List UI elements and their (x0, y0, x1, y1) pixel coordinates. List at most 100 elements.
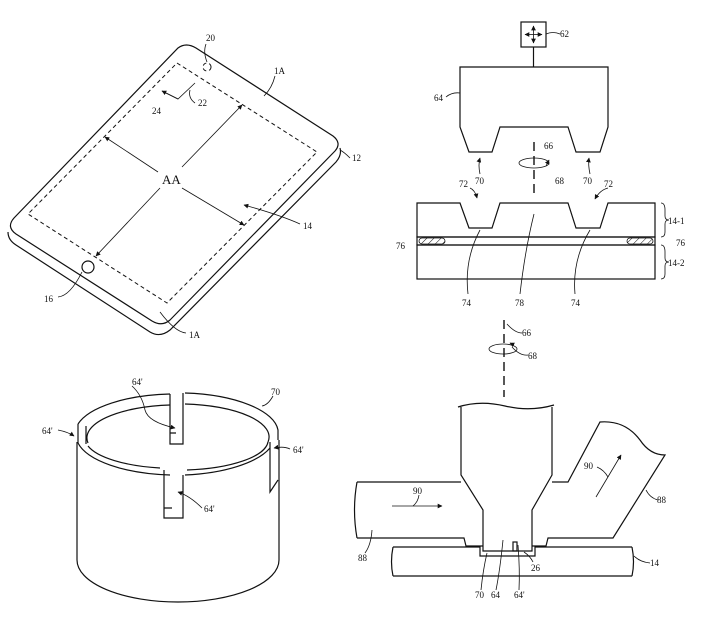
adhesive-right (626, 237, 654, 245)
active-area-boundary (27, 62, 318, 304)
label-70: 70 (271, 387, 281, 397)
leader-64p-front (177, 491, 203, 509)
lower-layer (416, 244, 656, 280)
slot-left (77, 424, 87, 444)
label-1a-top: 1A (274, 66, 286, 76)
figure-machining: 66 68 90 90 88 88 70 64 64' 26 14 (353, 320, 667, 600)
leader-66 (506, 323, 523, 334)
label-66: 66 (522, 328, 532, 338)
figure-cylinder-tool: 64' 64' 64' 64' 70 (42, 377, 304, 603)
label-68: 68 (528, 351, 538, 361)
rotation-indicator (488, 343, 518, 355)
adhesive-left (418, 237, 446, 245)
figure-device: 20 1A 22 24 AA 14 16 1A 12 (7, 33, 361, 340)
fluid-left (353, 481, 483, 547)
leader-64p-left (57, 429, 75, 437)
label-76-right: 76 (676, 238, 686, 248)
label-74-left: 74 (462, 298, 472, 308)
label-64p-front: 64' (204, 504, 215, 514)
label-aa: AA (162, 172, 181, 187)
label-74-right: 74 (571, 298, 581, 308)
cylinder-rim-outer (77, 392, 279, 440)
leader-22 (189, 89, 196, 104)
light-arrow (161, 90, 179, 100)
cylinder-rim-front-inner (87, 441, 269, 471)
slot-front (163, 470, 184, 519)
slot-right (269, 442, 279, 494)
leader-26 (523, 551, 534, 563)
leader-20 (204, 43, 208, 63)
label-70-right: 70 (583, 176, 593, 186)
leader-72-right (594, 187, 609, 200)
label-20: 20 (206, 33, 216, 43)
leader-68 (511, 346, 529, 356)
label-16: 16 (44, 294, 54, 304)
label-14-1: 14-1 (668, 216, 685, 226)
label-12: 12 (352, 153, 361, 163)
label-62: 62 (560, 29, 569, 39)
device-housing-outline (9, 44, 339, 325)
label-64: 64 (434, 93, 444, 103)
cylinder-body (76, 440, 280, 603)
leader-14 (633, 555, 651, 564)
adhesive-layer (416, 236, 656, 246)
label-64p: 64' (514, 590, 525, 600)
leader-62 (545, 32, 561, 35)
label-66: 66 (544, 141, 554, 151)
label-14: 14 (303, 221, 313, 231)
leader-72-left (469, 187, 479, 199)
fluid-right (532, 421, 667, 547)
cylinder-rim-inner (86, 403, 270, 444)
leader-1a-top (263, 75, 276, 97)
leader-64p (517, 544, 520, 591)
aa-arrow-downleft (95, 187, 161, 257)
cylinder-rim-front (77, 442, 271, 476)
flow-arrow-right (595, 454, 622, 498)
leader-64 (445, 92, 461, 98)
label-64p-top: 64' (132, 377, 143, 387)
leader-88-left (364, 529, 373, 554)
leader-12 (339, 149, 351, 159)
label-72-right: 72 (604, 179, 613, 189)
leader-74-left (466, 229, 481, 295)
leader-16 (57, 271, 83, 298)
upper-layer (416, 202, 656, 238)
tool-slot (512, 541, 518, 552)
brace-14-1 (660, 202, 670, 238)
label-1a-bottom: 1A (189, 330, 201, 340)
label-64p-right: 64' (293, 445, 304, 455)
display-panel (390, 546, 635, 577)
tool-body (459, 66, 609, 153)
leader-70-right (586, 157, 591, 175)
tool-shank (457, 402, 555, 552)
leader-90-left (412, 494, 420, 507)
leader-78 (519, 213, 535, 295)
label-88-left: 88 (358, 553, 368, 563)
leader-64p-top (131, 385, 176, 430)
slot-top (169, 393, 184, 445)
label-70: 70 (475, 590, 485, 600)
brace-14-2 (660, 244, 670, 280)
label-78: 78 (515, 298, 525, 308)
leader-1a-bottom (159, 311, 187, 334)
home-button (81, 260, 95, 274)
label-90-left: 90 (413, 486, 423, 496)
rotation-arrow-icon (544, 159, 550, 167)
aa-arrow-upleft (104, 136, 159, 173)
label-64p-left: 64' (42, 426, 53, 436)
label-70-left: 70 (475, 176, 485, 186)
label-64: 64 (491, 590, 501, 600)
aa-arrow-upright (181, 104, 243, 168)
leader-74-right (574, 229, 591, 295)
aa-arrow-downright (181, 187, 245, 226)
leader-64 (495, 539, 504, 591)
label-76-left: 76 (396, 241, 406, 251)
label-26: 26 (531, 563, 541, 573)
label-14-2: 14-2 (668, 258, 685, 268)
figure-tool-cross-section: 62 64 66 68 70 70 72 72 14-1 14-2 76 76 … (396, 21, 686, 308)
rotation-arrow-icon (509, 342, 515, 348)
label-24: 24 (152, 106, 162, 116)
label-72-left: 72 (459, 179, 468, 189)
leader-70 (480, 552, 488, 591)
